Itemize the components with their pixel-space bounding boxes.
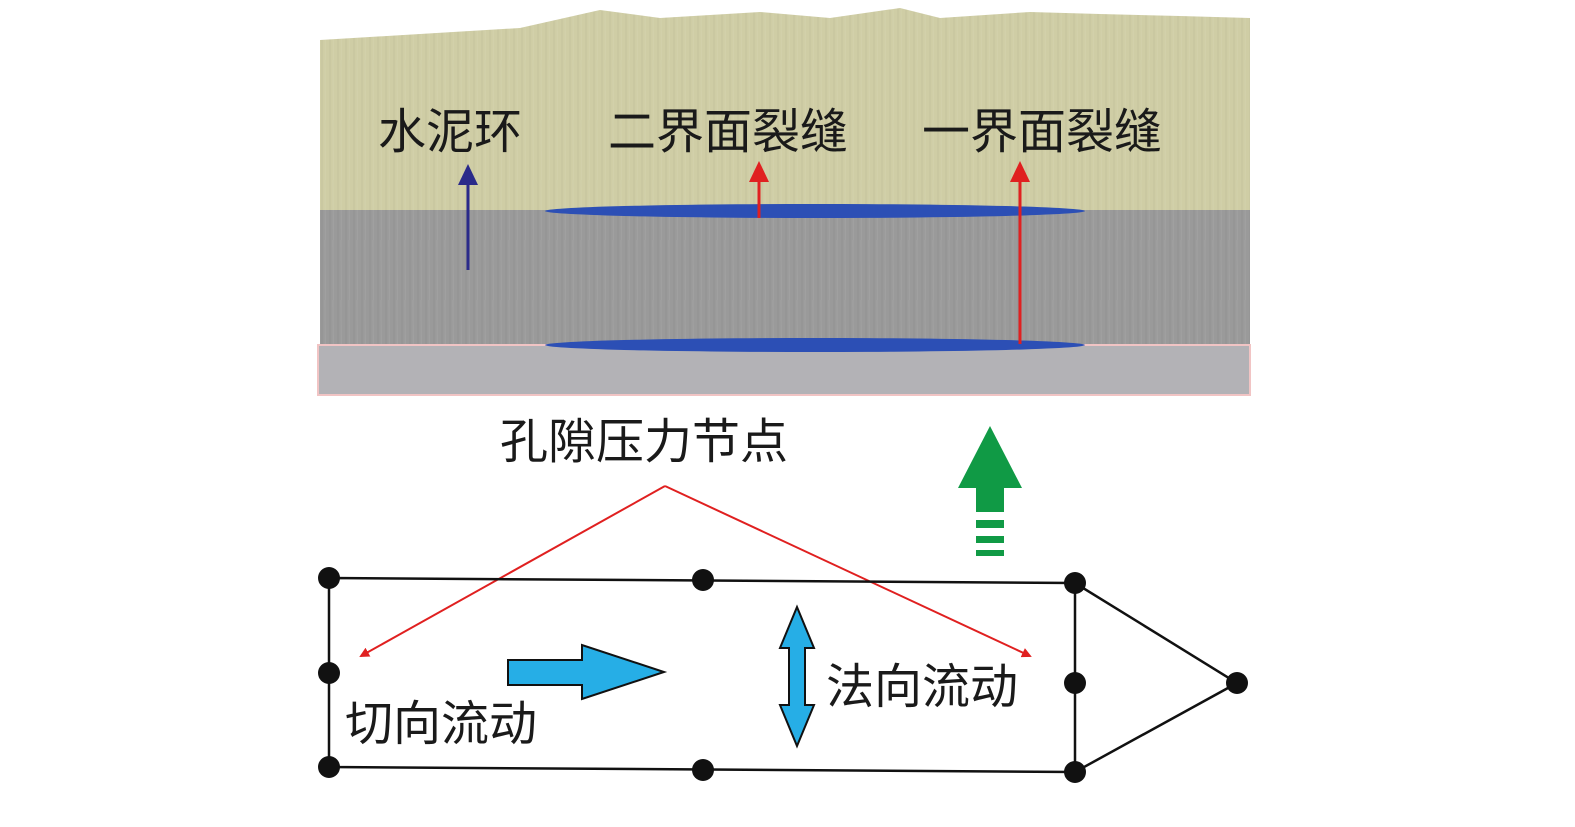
element-mesh: 切向流动 法向流动: [318, 567, 1248, 783]
node: [1064, 572, 1086, 594]
steel-base-layer: [317, 344, 1251, 396]
cross-section: 水泥环 二界面裂缝 一界面裂缝: [317, 8, 1251, 396]
mesh-nodes: [318, 567, 1248, 783]
node: [318, 662, 340, 684]
right-arrow-icon: [507, 643, 668, 701]
node: [692, 759, 714, 781]
cement-sheath-arrow-icon: [458, 164, 478, 270]
first-interface-crack-ellipse: [545, 338, 1085, 352]
node: [318, 567, 340, 589]
second-interface-crack-label: 二界面裂缝: [608, 104, 848, 160]
pore-pressure-node-label: 孔隙压力节点: [500, 414, 788, 470]
cement-sheath-label: 水泥环: [378, 104, 522, 160]
pore-pressure-leader-lines: [359, 485, 1032, 658]
normal-flow-label: 法向流动: [826, 659, 1018, 715]
first-interface-crack-label: 一界面裂缝: [922, 104, 1162, 160]
node: [318, 756, 340, 778]
double-vertical-arrow-icon: [778, 604, 816, 749]
tangential-flow-label: 切向流动: [345, 696, 537, 752]
node: [692, 569, 714, 591]
second-interface-arrow-icon: [749, 161, 769, 218]
second-interface-crack-ellipse: [545, 204, 1085, 218]
node: [1064, 761, 1086, 783]
up-arrow-icon: [958, 426, 1022, 556]
first-interface-arrow-icon: [1010, 161, 1030, 344]
node: [1064, 672, 1086, 694]
node: [1226, 672, 1248, 694]
